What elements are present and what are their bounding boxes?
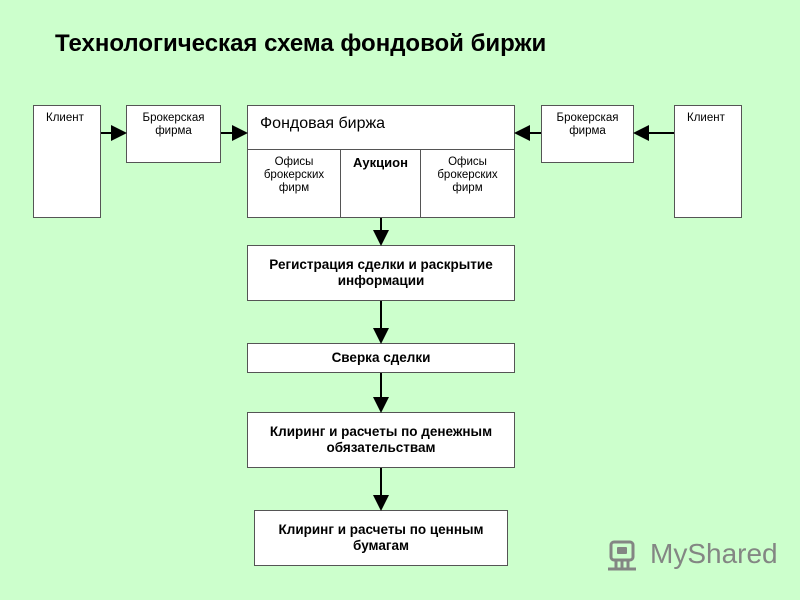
right-broker-line-2: фирма <box>569 125 606 137</box>
cash-clearing-step-line-2: обязательствам <box>326 440 436 455</box>
right-office-line-2: брокерских <box>437 169 498 181</box>
right-client-label: Клиент <box>687 112 725 124</box>
securities-clearing-step-line-1: Клиринг и расчеты по ценным <box>278 522 484 537</box>
stock-exchange-box: Фондовая биржа Офисы брокерских фирм Аук… <box>247 105 515 218</box>
reconciliation-step-label: Сверка сделки <box>331 350 431 365</box>
left-office-box: Офисы брокерских фирм <box>248 149 341 218</box>
cash-clearing-step: Клиринг и расчеты по денежным обязательс… <box>247 412 515 468</box>
right-client-box: Клиент <box>674 105 742 218</box>
right-office-line-3: фирм <box>452 182 483 194</box>
left-client-label: Клиент <box>46 112 84 124</box>
cash-clearing-step-line-1: Клиринг и расчеты по денежным <box>269 424 493 439</box>
right-broker-box: Брокерская фирма <box>541 105 634 163</box>
myshared-watermark: MyShared <box>606 538 778 572</box>
left-broker-box: Брокерская фирма <box>126 105 221 163</box>
auction-box: Аукцион <box>341 149 421 218</box>
stock-exchange-title: Фондовая биржа <box>260 115 386 132</box>
left-broker-line-1: Брокерская <box>142 112 205 124</box>
left-office-line-3: фирм <box>278 182 310 194</box>
registration-step: Регистрация сделки и раскрытие информаци… <box>247 245 515 301</box>
left-office-line-2: брокерских <box>263 169 325 181</box>
auction-label: Аукцион <box>353 155 408 170</box>
right-office-box: Офисы брокерских фирм <box>421 149 514 218</box>
registration-step-line-1: Регистрация сделки и раскрытие <box>269 257 493 272</box>
securities-clearing-step-line-2: бумагам <box>353 538 409 553</box>
myshared-logo-icon <box>608 540 636 571</box>
registration-step-line-2: информации <box>337 273 425 288</box>
page-title: Технологическая схема фондовой биржи <box>55 30 547 57</box>
right-broker-line-1: Брокерская <box>556 112 619 124</box>
reconciliation-step: Сверка сделки <box>247 343 515 373</box>
left-office-line-1: Офисы <box>274 156 314 168</box>
left-client-box: Клиент <box>33 105 101 218</box>
myshared-text: MyShared <box>650 538 778 569</box>
left-broker-line-2: фирма <box>155 125 192 137</box>
right-office-line-1: Офисы <box>448 156 487 168</box>
securities-clearing-step: Клиринг и расчеты по ценным бумагам <box>254 510 508 566</box>
